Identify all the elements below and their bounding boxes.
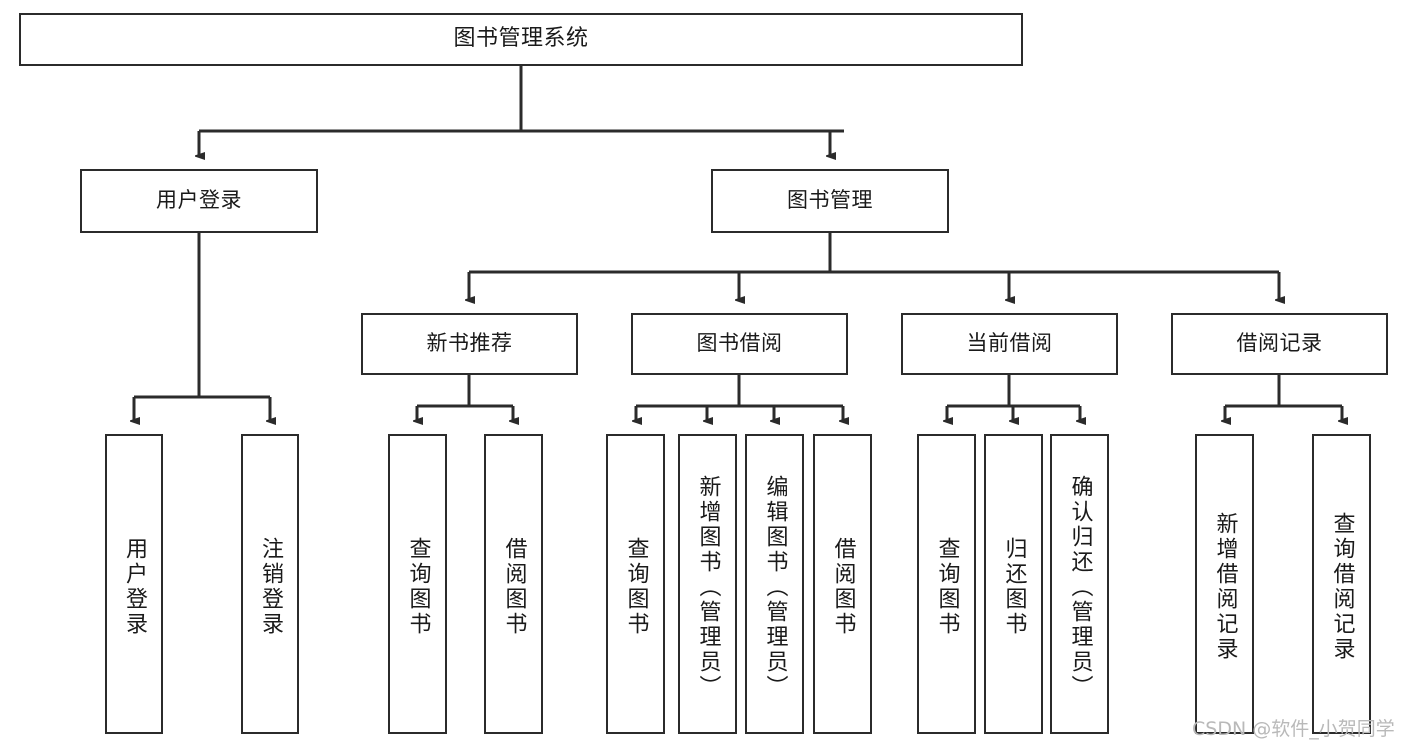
node-query-book-2-label: 查询图书: [623, 537, 649, 637]
node-user-login-label: 用户登录: [156, 188, 242, 213]
node-query-book-3[interactable]: 查询图书: [917, 434, 976, 734]
node-borrow-book-2[interactable]: 借阅图书: [813, 434, 872, 734]
node-edit-book-admin[interactable]: 编辑图书（管理员）: [745, 434, 804, 734]
node-confirm-return-admin[interactable]: 确认归还（管理员）: [1050, 434, 1109, 734]
node-borrow-record-label: 借阅记录: [1236, 331, 1323, 356]
node-borrow-book-2-label: 借阅图书: [830, 537, 856, 637]
node-book-borrow-label: 图书借阅: [696, 331, 783, 356]
node-confirm-return-admin-label: 确认归还（管理员）: [1067, 474, 1093, 700]
node-query-book-1[interactable]: 查询图书: [388, 434, 447, 734]
node-query-borrow-record[interactable]: 查询借阅记录: [1312, 434, 1371, 734]
node-query-borrow-record-label: 查询借阅记录: [1329, 512, 1355, 662]
node-add-book-admin[interactable]: 新增图书（管理员）: [678, 434, 737, 734]
node-book-manage[interactable]: 图书管理: [711, 169, 949, 233]
node-borrow-book-1[interactable]: 借阅图书: [484, 434, 543, 734]
node-user-logout[interactable]: 注销登录: [241, 434, 299, 734]
node-current-borrow[interactable]: 当前借阅: [901, 313, 1118, 375]
node-user-logout-label: 注销登录: [258, 537, 283, 637]
node-current-borrow-label: 当前借阅: [966, 331, 1053, 356]
node-new-book-recommend[interactable]: 新书推荐: [361, 313, 578, 375]
node-borrow-record[interactable]: 借阅记录: [1171, 313, 1388, 375]
csdn-watermark: CSDN @软件_小贺同学: [1192, 718, 1395, 740]
node-query-book-2[interactable]: 查询图书: [606, 434, 665, 734]
node-return-book[interactable]: 归还图书: [984, 434, 1043, 734]
node-book-manage-label: 图书管理: [787, 188, 873, 213]
node-user-login[interactable]: 用户登录: [80, 169, 318, 233]
node-user-login-do-label: 用户登录: [122, 537, 147, 637]
node-book-borrow[interactable]: 图书借阅: [631, 313, 848, 375]
node-root-label: 图书管理系统: [453, 26, 589, 52]
node-add-borrow-record[interactable]: 新增借阅记录: [1195, 434, 1254, 734]
node-root[interactable]: 图书管理系统: [19, 13, 1023, 66]
node-add-book-admin-label: 新增图书（管理员）: [695, 474, 721, 700]
node-new-book-recommend-label: 新书推荐: [426, 331, 513, 356]
node-add-borrow-record-label: 新增借阅记录: [1212, 512, 1238, 662]
node-return-book-label: 归还图书: [1001, 537, 1027, 637]
node-edit-book-admin-label: 编辑图书（管理员）: [762, 474, 788, 700]
node-user-login-do[interactable]: 用户登录: [105, 434, 163, 734]
node-query-book-1-label: 查询图书: [405, 537, 431, 637]
node-borrow-book-1-label: 借阅图书: [501, 537, 527, 637]
node-query-book-3-label: 查询图书: [934, 537, 960, 637]
